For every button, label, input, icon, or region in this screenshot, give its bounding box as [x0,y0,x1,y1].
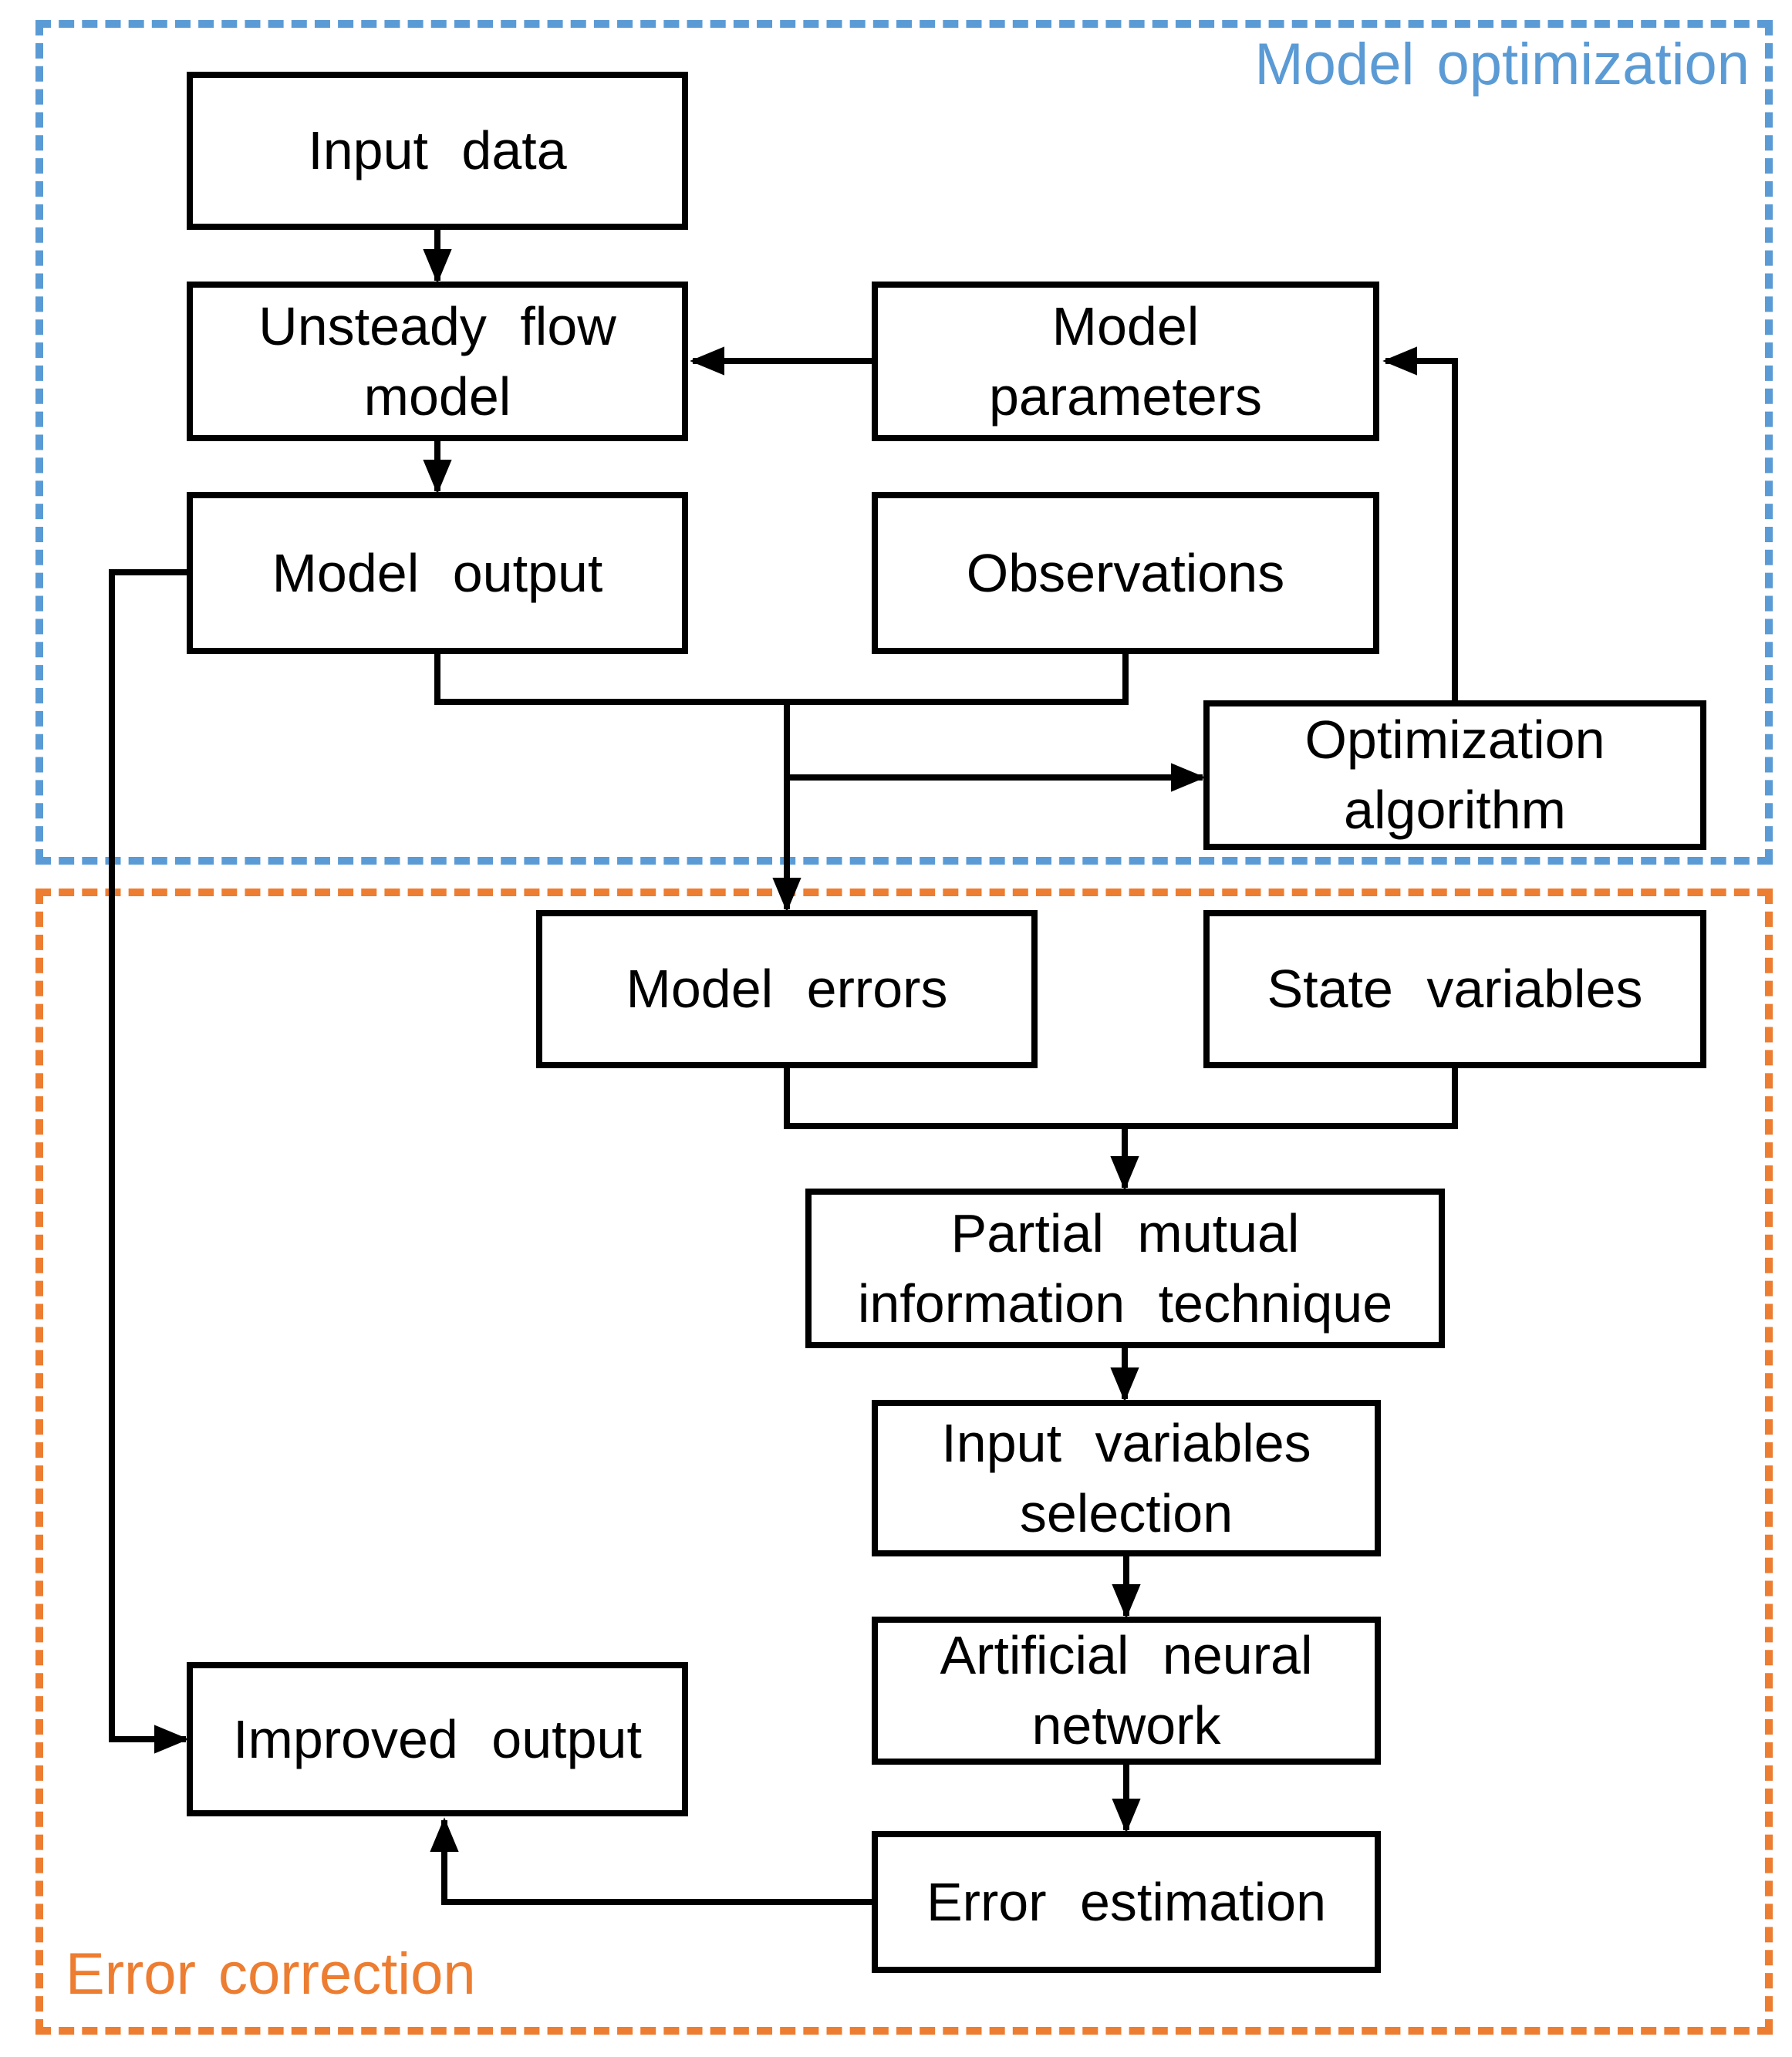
node-input-data: Input data [187,72,688,230]
node-model-parameters: Model parameters [872,282,1379,441]
model-optimization-label: Model optimization [1254,32,1750,97]
node-partial-mutual-information-label: Partial mutual information technique [857,1202,1393,1334]
node-improved-output-label: Improved output [233,1708,642,1769]
node-observations-label: Observations [966,542,1285,603]
node-model-output: Model output [187,492,688,654]
node-optimization-algorithm: Optimization algorithm [1203,700,1706,850]
node-error-estimation-label: Error estimation [926,1871,1327,1932]
node-partial-mutual-information: Partial mutual information technique [805,1189,1445,1348]
node-improved-output: Improved output [187,1662,688,1816]
node-state-variables-label: State variables [1267,959,1643,1019]
error-correction-region-border [35,889,1773,2035]
node-observations: Observations [872,492,1379,654]
node-error-estimation: Error estimation [872,1831,1381,1973]
model-optimization-region-border [35,20,1773,865]
node-input-variables-selection: Input variables selection [872,1400,1381,1556]
node-input-variables-selection-label: Input variables selection [941,1412,1311,1543]
node-artificial-neural-network-label: Artificial neural network [940,1625,1313,1755]
node-unsteady-flow-model: Unsteady flow model [187,282,688,441]
node-input-data-label: Input data [308,120,567,180]
node-state-variables: State variables [1203,910,1706,1068]
node-unsteady-flow-model-label: Unsteady flow model [258,295,616,427]
node-model-parameters-label: Model parameters [988,295,1263,427]
error-correction-label: Error correction [66,1941,476,2007]
node-model-errors: Model errors [536,910,1038,1068]
node-model-output-label: Model output [272,542,603,603]
node-optimization-algorithm-label: Optimization algorithm [1304,710,1605,840]
node-model-errors-label: Model errors [626,959,948,1019]
node-artificial-neural-network: Artificial neural network [872,1617,1381,1765]
